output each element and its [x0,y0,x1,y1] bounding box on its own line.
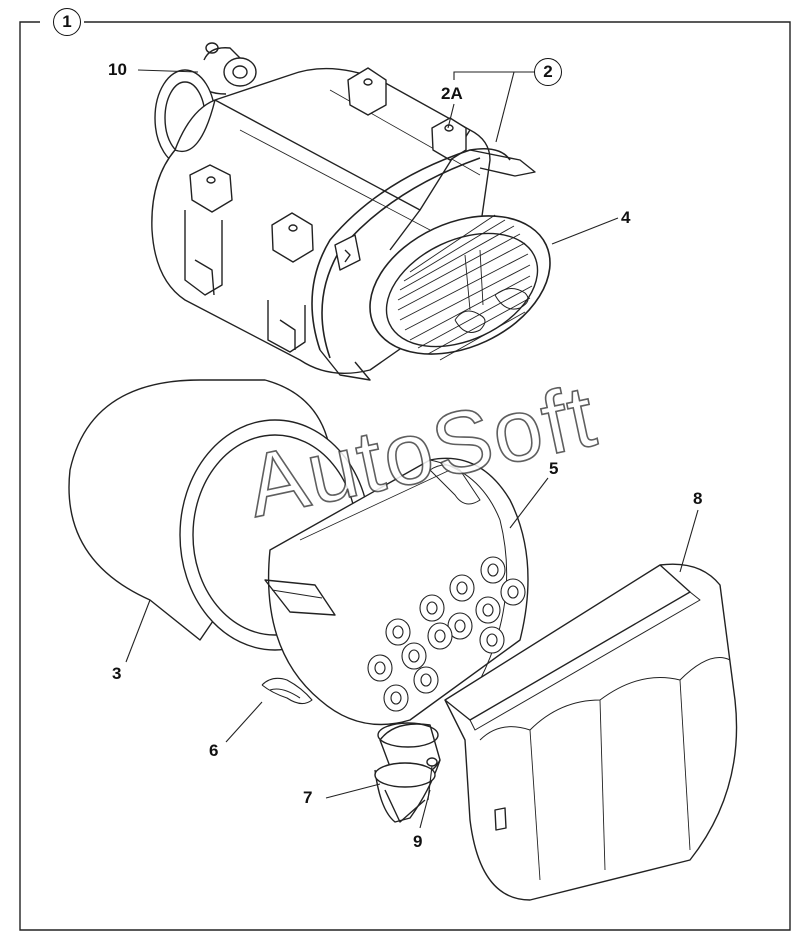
callout-7: 7 [303,788,313,807]
leader-9 [419,789,431,829]
leader-7 [325,783,381,799]
callout-5: 5 [549,459,559,478]
leader-10 [137,69,199,73]
filter-housing-assembly [151,42,551,381]
callout-4: 4 [621,208,631,227]
mounting-bracket [347,67,387,116]
callout-2: 2 [534,58,562,86]
callout-3: 3 [112,664,122,683]
leader-2-branch [495,71,515,143]
lower-exploded-assembly [68,379,738,901]
mounting-bracket [267,212,314,353]
cyclone-tubes [367,556,526,712]
callout-10: 10 [108,60,127,79]
dust-valve-part-7 [374,722,441,823]
leader-6 [225,701,263,743]
mounting-bracket [184,164,233,296]
leader-5 [509,477,549,529]
callout-9: 9 [413,832,423,851]
leader-3 [125,599,151,663]
cover-part-4 [369,214,551,361]
leader-4 [551,217,619,245]
assembly-number-badge: 1 [53,8,81,36]
callout-8: 8 [693,489,703,508]
guard-part-8 [444,563,738,901]
cover-grille [397,214,533,361]
leader-2 [453,71,534,80]
band-clamp-part-2 [311,147,536,381]
leader-2a [447,103,455,129]
callout-6: 6 [209,741,219,760]
diagram-frame [19,21,791,931]
callout-2a: 2A [441,84,463,103]
spring-clamp-part-6 [261,677,313,705]
leader-8 [679,509,699,573]
precleaner-housing-part-5 [264,457,529,726]
leader-lines [125,69,699,829]
